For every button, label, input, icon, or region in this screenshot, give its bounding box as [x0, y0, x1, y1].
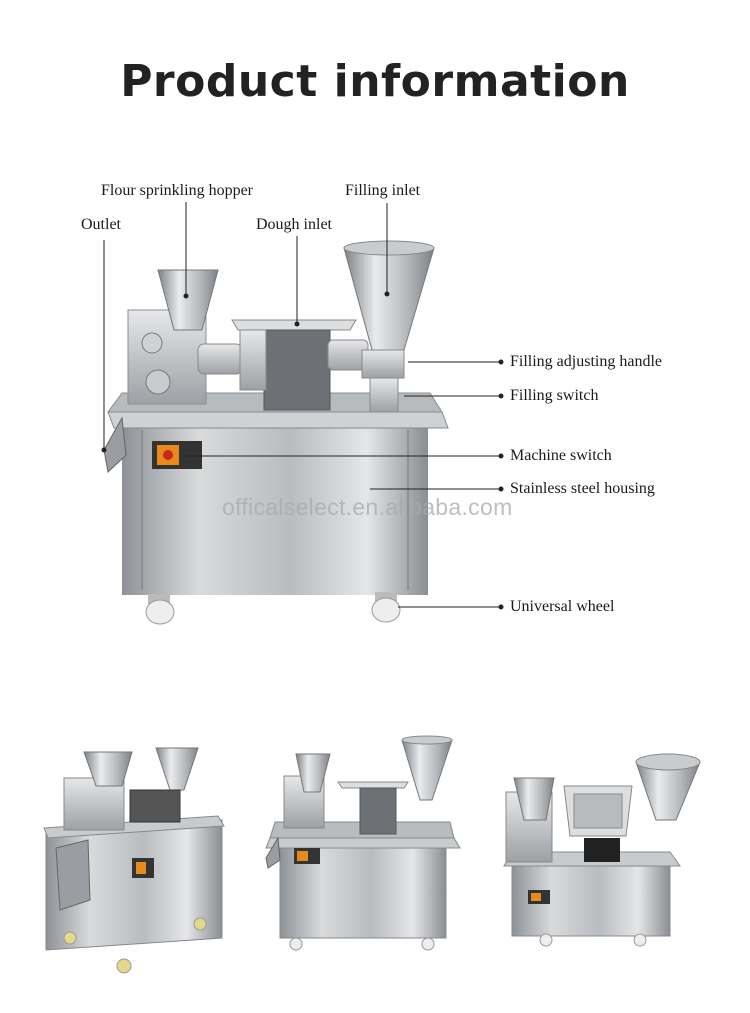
label-universal-wheel: Universal wheel	[510, 598, 615, 615]
label-flour-hopper: Flour sprinkling hopper	[101, 182, 253, 199]
label-stainless-housing: Stainless steel housing	[510, 480, 655, 497]
dough-inlet-tray	[231, 319, 357, 331]
label-outlet: Outlet	[81, 216, 121, 233]
label-filling-inlet: Filling inlet	[345, 182, 421, 199]
outlet-chute	[103, 416, 127, 473]
wheel-left	[145, 599, 175, 625]
flour-hopper	[157, 269, 219, 331]
watermark: officalselect.en.alibaba.com	[222, 494, 513, 520]
machine-view-top	[503, 753, 701, 947]
label-filling-switch: Filling switch	[510, 387, 599, 404]
label-filling-adjusting-handle: Filling adjusting handle	[510, 353, 662, 370]
machine-view-angled	[43, 747, 225, 974]
machine-view-front	[265, 735, 461, 951]
page-title: Product information	[120, 56, 630, 107]
label-dough-inlet: Dough inlet	[256, 216, 332, 233]
wheel-right	[371, 597, 401, 623]
label-machine-switch: Machine switch	[510, 447, 612, 464]
